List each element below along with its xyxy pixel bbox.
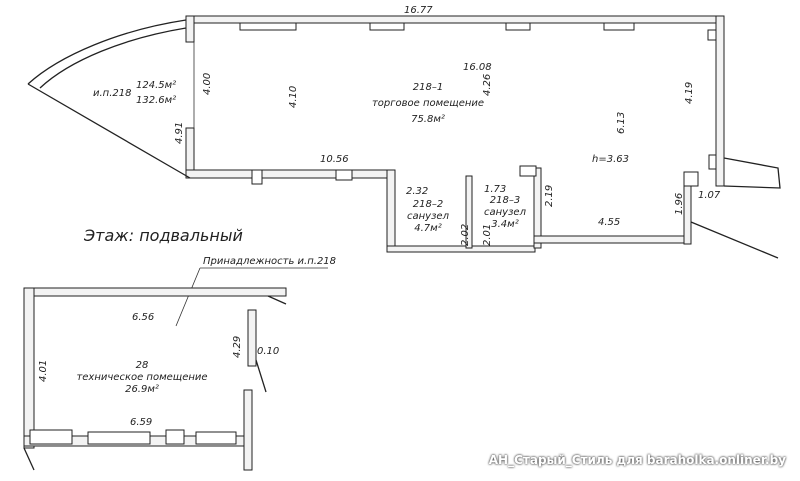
bath-divider-wall xyxy=(465,175,473,249)
dim-1-73: 1.73 xyxy=(484,184,506,195)
dim-0-10: 0.10 xyxy=(257,346,279,357)
room-218-2-name: санузел xyxy=(407,211,450,222)
room-218-1-name: торговое помещение xyxy=(372,98,484,109)
lower-unit-walls xyxy=(23,267,328,471)
bottom-pillar-1 xyxy=(251,169,263,185)
dim-2-02: 2.02 xyxy=(460,224,471,246)
arc-outer xyxy=(27,19,187,85)
dim-10-56: 10.56 xyxy=(320,154,349,165)
room-218-1-id: 218–1 xyxy=(413,82,443,93)
wing-diagonal xyxy=(27,83,191,179)
dim-4-26: 4.26 xyxy=(482,74,493,96)
lower-window-1 xyxy=(29,429,73,445)
stair-bottom xyxy=(690,221,779,259)
stair-wedge xyxy=(690,157,781,259)
dim-4-00: 4.00 xyxy=(202,73,213,95)
room-218-3-name: санузел xyxy=(484,207,527,218)
arc-inner xyxy=(39,27,187,89)
bottom-wall-hall xyxy=(185,169,395,179)
right-wall xyxy=(715,15,725,187)
dim-4-01: 4.01 xyxy=(38,360,49,382)
dim-4-55: 4.55 xyxy=(598,217,620,228)
unit-label: и.п.218 xyxy=(93,88,131,99)
room-218-2-id: 218–2 xyxy=(413,199,443,210)
lower-top-wall xyxy=(23,287,287,297)
dim-1-96: 1.96 xyxy=(674,193,685,215)
top-wall xyxy=(185,15,723,24)
ownership-leader xyxy=(175,267,201,327)
dim-2-01: 2.01 xyxy=(482,224,493,246)
lower-window-3 xyxy=(165,429,185,445)
room-28-area: 26.9м² xyxy=(125,384,159,395)
bottom-pillar-2 xyxy=(335,169,353,181)
dim-4-19: 4.19 xyxy=(684,82,695,104)
window-top-4 xyxy=(603,22,635,31)
lower-door-line xyxy=(255,359,267,393)
stair-top xyxy=(723,157,781,189)
bottom-wall-right xyxy=(533,235,691,244)
bath-pillar xyxy=(519,165,537,177)
height-label: h=3.63 xyxy=(592,154,629,165)
right-lower-pillar xyxy=(683,171,699,187)
arched-wing xyxy=(27,19,195,179)
dim-1-07: 1.07 xyxy=(698,190,721,201)
dim-6-56: 6.56 xyxy=(132,312,154,323)
upper-unit-walls xyxy=(185,15,725,253)
window-top-1 xyxy=(239,22,297,31)
lower-left-wall xyxy=(23,287,35,449)
room-218-3-area: 3.4м² xyxy=(491,219,518,230)
room-28-id: 28 xyxy=(136,360,149,371)
floor-label: Этаж: подвальный xyxy=(83,226,243,245)
watermark: АН_Старый_Стиль для baraholka.onliner.by xyxy=(488,453,786,467)
window-top-2 xyxy=(369,22,405,31)
dim-2-32: 2.32 xyxy=(406,186,428,197)
unit-area-2: 132.6м² xyxy=(136,95,176,106)
dim-2-19: 2.19 xyxy=(544,185,555,207)
lower-top-corner xyxy=(267,295,287,305)
ownership-label: Принадлежность и.п.218 xyxy=(203,256,336,267)
dim-6-13: 6.13 xyxy=(616,112,627,134)
room-218-1-area: 75.8м² xyxy=(411,114,445,125)
room-28-name: техническое помещение xyxy=(76,372,207,383)
left-wall-upper xyxy=(185,15,195,43)
right-wall-niche xyxy=(707,29,717,41)
dim-6-59: 6.59 xyxy=(130,417,152,428)
window-top-3 xyxy=(505,22,531,31)
dim-inner-top: 16.08 xyxy=(463,62,492,73)
room-218-2-area: 4.7м² xyxy=(414,223,441,234)
unit-area-1: 124.5м² xyxy=(136,80,176,91)
dim-top: 16.77 xyxy=(404,5,433,16)
lower-window-2 xyxy=(87,431,151,445)
room-218-3-id: 218–3 xyxy=(490,195,520,206)
dim-4-29: 4.29 xyxy=(232,336,243,358)
lower-left-tail xyxy=(23,447,35,471)
lower-right-wall-bottom xyxy=(243,389,253,471)
bath-left-wall xyxy=(386,169,396,253)
dim-4-91: 4.91 xyxy=(174,122,185,144)
lower-window-4 xyxy=(195,431,237,445)
dim-4-10: 4.10 xyxy=(288,86,299,108)
lower-right-wall-top xyxy=(247,309,257,367)
bath-right-wall xyxy=(533,167,542,249)
right-wall-niche-2 xyxy=(708,154,717,170)
bath-bottom-wall xyxy=(386,245,536,253)
